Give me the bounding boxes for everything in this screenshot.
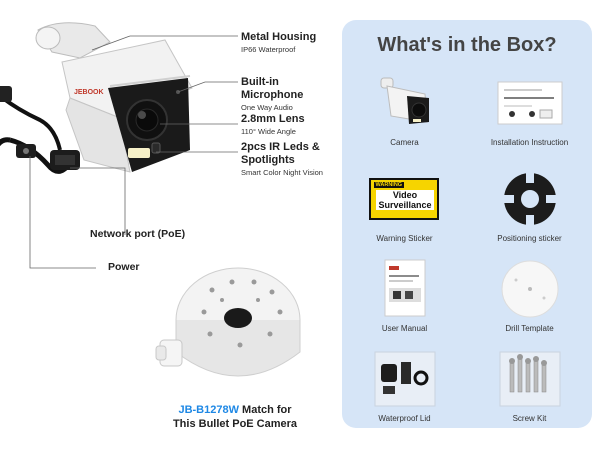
warning-text: Video Surveillance xyxy=(376,190,434,210)
warning-sticker-icon: WARNING Video Surveillance xyxy=(367,168,443,230)
callout-title: 2.8mm Lens xyxy=(241,113,305,125)
box-item-label: Screw Kit xyxy=(512,414,547,423)
callout-title: Built-in Microphone xyxy=(241,76,304,101)
callout-sub: 110° Wide Angle xyxy=(241,127,296,136)
callout-microphone: Built-in Microphone One Way Audio xyxy=(241,76,340,113)
camera-illustration: JEBOOK xyxy=(0,22,301,377)
box-item-drill-template: Drill Template xyxy=(467,258,592,333)
junction-box-caption: JB-B1278W Match for This Bullet PoE Came… xyxy=(150,403,320,431)
warning-line2: Surveillance xyxy=(378,200,432,210)
warning-line1: Video xyxy=(392,190,418,200)
box-item-positioning-sticker: Positioning sticker xyxy=(467,168,592,243)
user-manual-icon xyxy=(367,258,443,320)
callout-title: 2pcs IR Leds & Spotlights xyxy=(241,141,320,166)
svg-text:JEBOOK: JEBOOK xyxy=(74,89,104,96)
box-item-label: Drill Template xyxy=(505,324,554,333)
junction-box-model: JB-B1278W xyxy=(178,404,239,416)
callout-sub: Smart Color Night Vision xyxy=(241,168,323,177)
warning-sticker: WARNING Video Surveillance xyxy=(368,178,439,220)
box-title: What's in the Box? xyxy=(377,34,557,56)
junction-box-caption-line2: This Bullet PoE Camera xyxy=(172,418,298,430)
waterproof-lid-icon xyxy=(367,348,443,410)
box-item-label: Waterproof Lid xyxy=(378,414,431,423)
positioning-sticker-icon xyxy=(492,168,568,230)
box-item-warning-sticker: WARNING Video Surveillance Warning Stick… xyxy=(342,168,467,243)
box-item-installation-instruction: Installation Instruction xyxy=(467,72,592,147)
box-item-screw-kit: Screw Kit xyxy=(467,348,592,423)
box-item-label: User Manual xyxy=(381,324,428,333)
box-item-label: Positioning sticker xyxy=(497,234,562,243)
camera-icon xyxy=(367,72,443,134)
callout-ir-leds: 2pcs IR Leds & Spotlights Smart Color Ni… xyxy=(241,141,336,178)
warning-word: WARNING xyxy=(373,182,405,188)
screw-kit-icon xyxy=(492,348,568,410)
box-item-label: Warning Sticker xyxy=(376,234,433,243)
network-port-label: Network port (PoE) xyxy=(90,228,186,240)
whats-in-the-box-panel: What's in the Box? Camera Insta xyxy=(342,20,592,428)
box-item-waterproof-lid: Waterproof Lid xyxy=(342,348,467,423)
callout-sub: One Way Audio xyxy=(241,103,293,112)
box-item-user-manual: User Manual xyxy=(342,258,467,333)
box-item-label: Camera xyxy=(390,138,419,147)
box-item-camera: Camera xyxy=(342,72,467,147)
callout-title: Metal Housing xyxy=(241,31,317,43)
camera-illustration-area: JEBOOK Metal Housing xyxy=(0,22,340,431)
box-item-label: Installation Instruction xyxy=(490,138,569,147)
drill-template-icon xyxy=(492,258,568,320)
callout-metal-housing: Metal Housing IP66 Waterproof xyxy=(241,31,316,55)
callout-lens: 2.8mm Lens 110° Wide Angle xyxy=(241,113,305,137)
junction-box-caption-rest: Match for xyxy=(238,404,292,416)
instruction-sheet-icon xyxy=(492,72,568,134)
callout-sub: IP66 Waterproof xyxy=(241,45,296,54)
power-label: Power xyxy=(108,261,140,273)
